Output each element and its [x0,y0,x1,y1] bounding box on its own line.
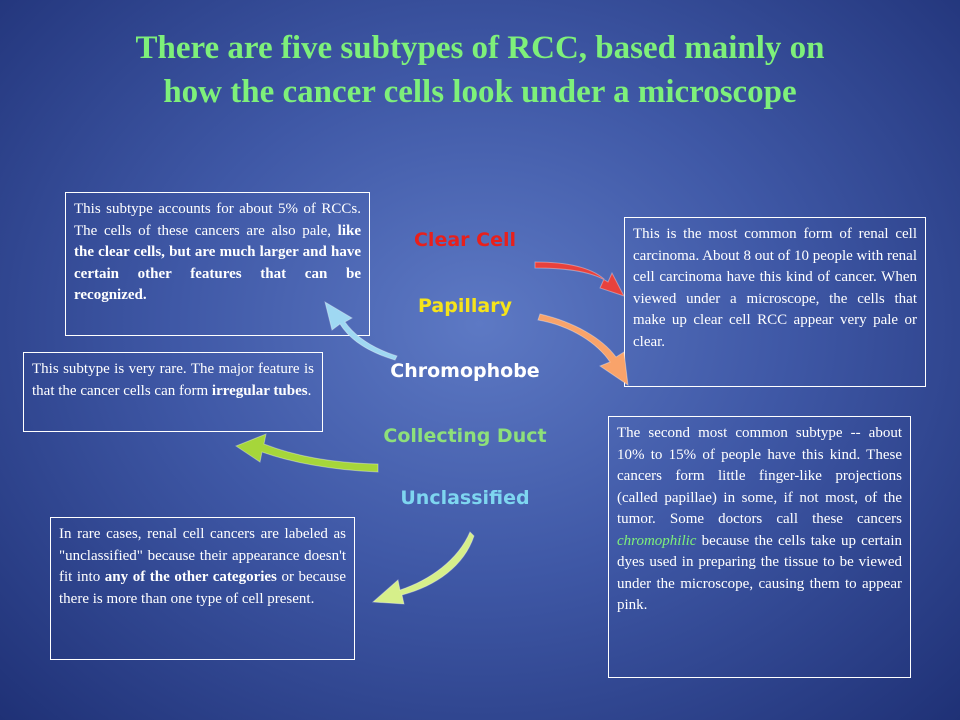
chromophobe-arrow [324,300,398,361]
clear-cell-description-box: This is the most common form of renal ce… [624,217,926,387]
papillary-description-end: because the cells take up certain dyes u… [617,532,902,614]
subtype-papillary: Papillary [418,295,512,317]
subtype-chromophobe: Chromophobe [390,360,540,382]
unclassified-arrow [371,531,475,605]
papillary-description-text: The second most common subtype -- about … [617,425,902,527]
chromophobe-description-bold: like the clear cells, but are much large… [74,222,361,304]
slide-title-line-2: how the cancer cells look under a micros… [163,74,797,110]
slide-title: There are five subtypes of RCC, based ma… [40,26,920,114]
clear-cell-description-text: This is the most common form of renal ce… [633,226,917,350]
subtype-collecting-duct: Collecting Duct [383,425,547,447]
collecting-duct-arrow [234,433,379,473]
unclassified-description-text: In rare cases, renal cell cancers are la… [59,526,346,585]
clear-cell-arrow [534,261,626,297]
subtype-unclassified: Unclassified [400,487,530,509]
papillary-description-box: The second most common subtype -- about … [608,416,911,678]
unclassified-description-box: In rare cases, renal cell cancers are la… [50,517,355,660]
papillary-description-highlight: chromophilic [617,532,697,549]
collecting-duct-description-bold: irregular tubes [211,382,308,399]
collecting-duct-description-text: This subtype is very rare. The major fea… [32,361,314,399]
papillary-arrow [537,313,629,387]
unclassified-description-bold: any of the other categories [104,569,277,585]
chromophobe-description-box: This subtype accounts for about 5% of RC… [65,192,370,336]
collecting-duct-description-box: This subtype is very rare. The major fea… [23,352,323,432]
collecting-duct-description-end: . [307,382,312,399]
unclassified-description-end: or because there is more than one type o… [59,569,346,607]
chromophobe-description-text: This subtype accounts for about 5% of RC… [74,201,361,239]
slide-title-line-1: There are five subtypes of RCC, based ma… [135,30,825,66]
subtype-clear-cell: Clear Cell [413,229,516,251]
